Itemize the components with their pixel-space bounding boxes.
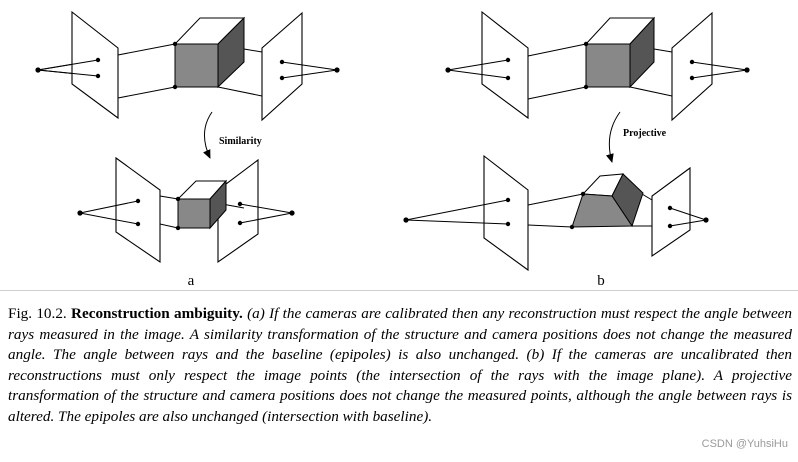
left-image-plane	[481, 10, 529, 120]
image-point	[689, 59, 695, 65]
transform-label: Projective	[623, 128, 667, 139]
panel-b-top-scene	[445, 10, 750, 122]
camera-center	[289, 210, 295, 216]
figure-caption: Fig. 10.2. Reconstruction ambiguity. (a)…	[8, 304, 792, 427]
cube	[173, 16, 246, 89]
cube	[176, 179, 228, 230]
right-image-plane	[261, 11, 303, 122]
structure-point	[172, 84, 178, 90]
image-point	[505, 57, 511, 63]
structure-point	[583, 84, 589, 90]
image-point	[135, 198, 141, 204]
image-point	[689, 75, 695, 81]
camera-center	[334, 67, 340, 73]
image-point	[667, 205, 673, 211]
image-point	[505, 75, 511, 81]
structure-point	[583, 41, 589, 47]
structure-point	[175, 196, 181, 202]
image-point	[95, 57, 101, 63]
panel-a-bottom-scene	[77, 156, 295, 264]
watermark: CSDN @YuhsiHu	[701, 438, 788, 450]
left-image-plane	[71, 10, 119, 120]
panel-b-bottom-scene	[403, 154, 709, 272]
structure-point	[172, 41, 178, 47]
structure-point	[569, 224, 575, 230]
camera-center	[403, 217, 409, 223]
panel-a: Similarity a	[35, 10, 340, 289]
transform-arrow	[605, 111, 621, 163]
caption-fig-number: Fig. 10.2.	[8, 305, 67, 322]
reconstruction-ambiguity-figure: Similarity a	[35, 10, 750, 289]
transform-arrow	[203, 111, 213, 159]
image-point	[505, 221, 511, 227]
cube	[584, 16, 656, 89]
camera-center	[744, 67, 750, 73]
camera-center	[77, 210, 83, 216]
caption-body: (a) If the cameras are calibrated then a…	[8, 305, 793, 425]
image-point	[95, 73, 101, 79]
image-point	[279, 59, 285, 65]
panel-a-top-scene	[35, 10, 340, 122]
right-image-plane	[217, 158, 259, 264]
structure-point	[580, 191, 586, 197]
right-image-plane	[651, 166, 691, 258]
transform-label: Similarity	[219, 136, 262, 147]
image-point	[667, 223, 673, 229]
panel-b-label: b	[597, 273, 605, 289]
image-point	[237, 220, 243, 226]
image-point	[505, 197, 511, 203]
image-point	[135, 221, 141, 227]
cube	[571, 173, 644, 228]
image-point	[279, 75, 285, 81]
image-point	[237, 201, 243, 207]
camera-center	[445, 67, 451, 73]
left-image-plane	[115, 156, 161, 264]
panel-b: Projective b	[403, 10, 750, 289]
panel-a-label: a	[188, 273, 195, 289]
left-image-plane	[483, 154, 529, 272]
camera-center	[703, 217, 709, 223]
structure-point	[175, 225, 181, 231]
caption-title: Reconstruction ambiguity.	[71, 305, 243, 322]
camera-center	[35, 67, 41, 73]
right-image-plane	[671, 11, 713, 122]
figure-caption-divider	[0, 290, 798, 291]
